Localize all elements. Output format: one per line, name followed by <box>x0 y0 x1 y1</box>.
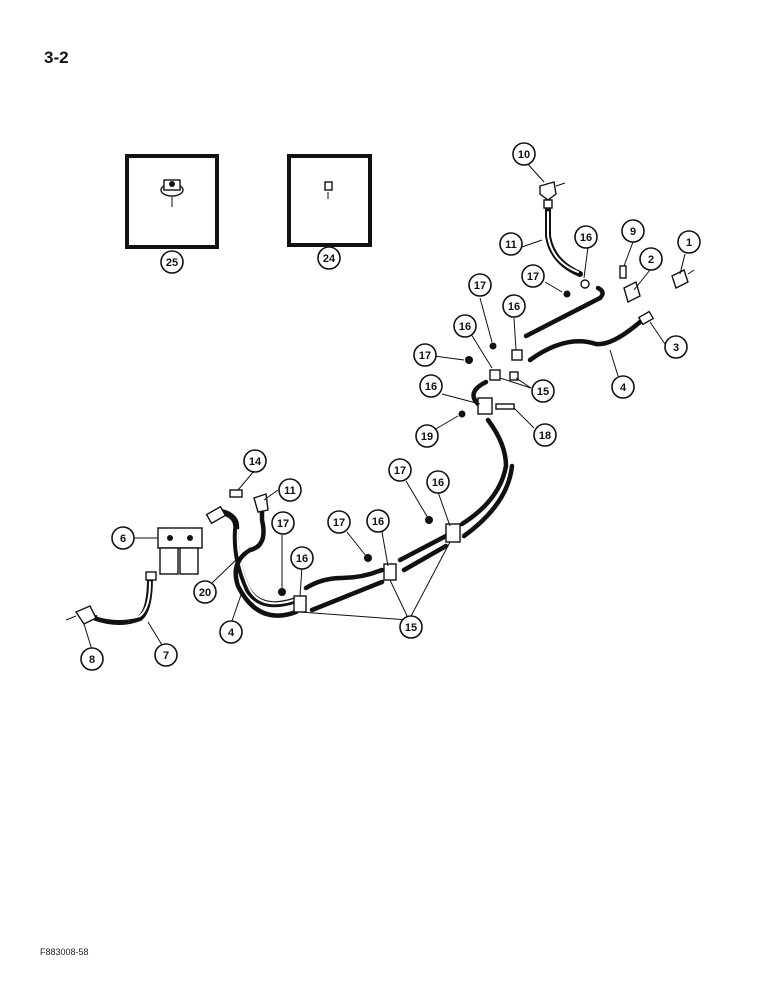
svg-text:11: 11 <box>505 239 517 251</box>
svg-text:19: 19 <box>421 431 433 443</box>
inset-box-24 <box>287 154 372 247</box>
callout-16-b: 16 <box>502 294 526 318</box>
svg-text:4: 4 <box>228 627 235 639</box>
svg-text:17: 17 <box>474 280 486 292</box>
svg-text:9: 9 <box>630 226 636 238</box>
svg-text:15: 15 <box>537 386 549 398</box>
callout-25: 25 <box>160 250 184 274</box>
callout-17-e: 17 <box>327 510 351 534</box>
svg-text:10: 10 <box>518 149 530 161</box>
svg-text:16: 16 <box>425 381 437 393</box>
callout-17-b: 17 <box>468 273 492 297</box>
svg-text:1: 1 <box>686 237 692 249</box>
callout-16-top: 16 <box>574 225 598 249</box>
svg-text:11: 11 <box>284 485 296 497</box>
callout-1: 1 <box>677 230 701 254</box>
svg-text:16: 16 <box>372 516 384 528</box>
figure-code: F883008-58 <box>40 947 89 957</box>
svg-text:16: 16 <box>296 553 308 565</box>
fuel-filter <box>145 527 203 581</box>
fuel-lines <box>93 205 643 625</box>
leader-lines <box>83 161 686 651</box>
callout-14: 14 <box>243 449 267 473</box>
callout-16-f: 16 <box>366 509 390 533</box>
svg-text:17: 17 <box>419 350 431 362</box>
svg-text:16: 16 <box>580 232 592 244</box>
svg-text:7: 7 <box>163 650 169 662</box>
svg-text:24: 24 <box>323 253 336 265</box>
callout-10: 10 <box>512 142 536 166</box>
svg-text:17: 17 <box>277 518 289 530</box>
callout-16-e: 16 <box>426 470 450 494</box>
callout-24: 24 <box>317 246 341 270</box>
callout-2: 2 <box>639 247 663 271</box>
svg-text:4: 4 <box>620 382 627 394</box>
callout-16-c: 16 <box>453 314 477 338</box>
svg-text:18: 18 <box>539 430 551 442</box>
callout-15-upper: 15 <box>531 379 555 403</box>
callout-20: 20 <box>193 580 217 604</box>
callout-17-f: 17 <box>271 511 295 535</box>
callout-16-d: 16 <box>419 374 443 398</box>
svg-text:20: 20 <box>199 587 211 599</box>
inset-box-25 <box>125 154 219 249</box>
svg-text:16: 16 <box>459 321 471 333</box>
svg-text:16: 16 <box>508 301 520 313</box>
parts <box>65 181 695 625</box>
callout-17-a: 17 <box>521 264 545 288</box>
callout-8: 8 <box>80 647 104 671</box>
callout-6: 6 <box>111 526 135 550</box>
svg-text:14: 14 <box>249 456 262 468</box>
callout-9: 9 <box>621 219 645 243</box>
callout-15-lower: 15 <box>399 615 423 639</box>
svg-text:16: 16 <box>432 477 444 489</box>
svg-text:25: 25 <box>166 257 178 269</box>
callout-17-c: 17 <box>413 343 437 367</box>
callout-4-upper: 4 <box>611 375 635 399</box>
callout-11-lower: 11 <box>278 478 302 502</box>
callout-18: 18 <box>533 423 557 447</box>
svg-text:8: 8 <box>89 654 95 666</box>
callout-17-d: 17 <box>388 458 412 482</box>
callout-4-lower: 4 <box>219 620 243 644</box>
page-number: 3-2 <box>44 48 69 67</box>
svg-text:15: 15 <box>405 622 417 634</box>
svg-text:17: 17 <box>333 517 345 529</box>
svg-text:17: 17 <box>527 271 539 283</box>
svg-text:17: 17 <box>394 465 406 477</box>
callout-16-g: 16 <box>290 546 314 570</box>
callout-19: 19 <box>415 424 439 448</box>
callout-7: 7 <box>154 643 178 667</box>
svg-text:3: 3 <box>673 342 679 354</box>
callout-3: 3 <box>664 335 688 359</box>
svg-text:2: 2 <box>648 254 654 266</box>
callout-11-upper: 11 <box>499 232 523 256</box>
svg-text:6: 6 <box>120 533 126 545</box>
